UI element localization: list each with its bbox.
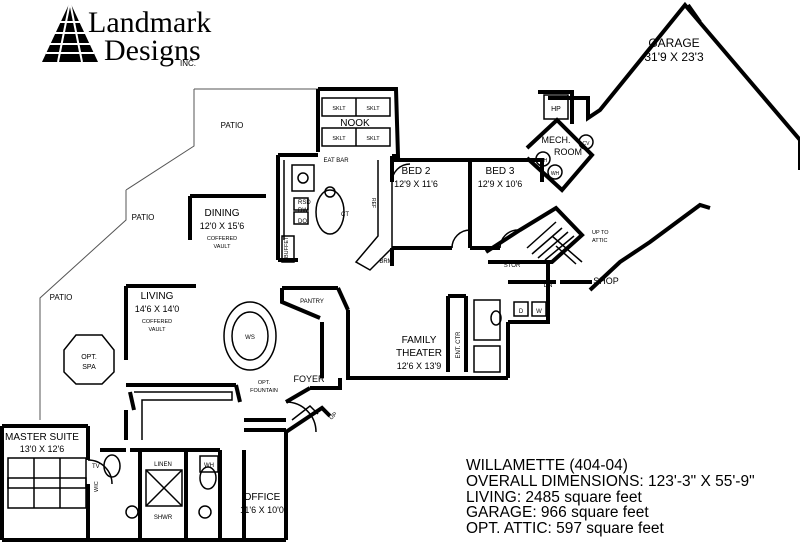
patio1-label: PATIO	[221, 121, 244, 130]
dining-note1: COFFERED	[207, 236, 237, 242]
whirl-label: WH	[204, 463, 214, 469]
mech-wh1: WH	[539, 158, 548, 164]
mech-name: MECH.	[542, 135, 571, 145]
garage-area: GARAGE: 966 square feet	[466, 504, 649, 522]
ent-ctr-label: ENT. CTR	[456, 331, 462, 359]
interior-details	[7, 94, 594, 519]
mech-name2: ROOM	[554, 147, 582, 157]
pantry-label: PANTRY	[300, 299, 324, 305]
shwr-label: SHWR	[154, 515, 173, 521]
ct-label: CT	[341, 212, 349, 218]
garage-dims: 31'9 X 23'3	[644, 50, 704, 64]
rsd-label: RSD	[298, 200, 311, 206]
living-area: LIVING: 2485 square feet	[466, 488, 642, 506]
patio3-label: PATIO	[50, 293, 73, 302]
linen-label: LINEN	[154, 462, 172, 468]
ref-label: REF	[370, 198, 376, 208]
dining-note2: VAULT	[214, 244, 232, 250]
living-name: LIVING	[141, 291, 174, 302]
dryer-label: D	[519, 309, 524, 315]
sklt-1: SKLT	[332, 106, 346, 112]
overall-dimensions: OVERALL DIMENSIONS: 123'-3" X 55'-9"	[466, 472, 755, 490]
spa-label-2: SPA	[82, 364, 96, 371]
mech-wh2: WH	[551, 171, 560, 177]
living-note2: VAULT	[149, 327, 167, 333]
room-labels: GARAGE 31'9 X 23'3 HP MECH. ROOM CV WH W…	[5, 36, 704, 521]
tv-label: TV	[92, 464, 100, 470]
master-dims: 13'0 X 12'6	[20, 444, 64, 454]
foyer-label: FOYER	[293, 374, 325, 384]
up-attic-2: ATTIC	[592, 238, 608, 244]
fountain-label-2: FOUNTAIN	[250, 388, 278, 394]
washer-label: W	[536, 309, 542, 315]
sklt-4: SKLT	[366, 136, 380, 142]
office-dims: 11'6 X 10'0	[240, 505, 284, 515]
eat-bar-label: EAT BAR	[323, 158, 349, 164]
brm-label: BRM	[379, 259, 392, 265]
up-label: UP	[328, 412, 338, 422]
mech-cv: CV	[583, 141, 591, 147]
plan-info: WILLAMETTE (404-04) OVERALL DIMENSIONS: …	[466, 458, 755, 537]
shop-label: SHOP	[593, 276, 619, 286]
wic-label: WIC	[94, 481, 100, 492]
plan-name: WILLAMETTE (404-04)	[466, 457, 628, 474]
brand-line2: Designs	[104, 34, 201, 67]
dining-dims: 12'0 X 15'6	[200, 221, 244, 231]
up-attic-1: UP TO	[592, 230, 609, 236]
nook-label: NOOK	[340, 118, 370, 129]
attic-area: OPT. ATTIC: 597 square feet	[466, 520, 664, 538]
dw-label: DW	[298, 208, 308, 214]
bed3-name: BED 3	[486, 166, 515, 177]
master-name: MASTER SUITE	[5, 432, 79, 443]
landmark-logo: Landmark Designs INC.	[42, 1, 211, 68]
bed2-name: BED 2	[402, 166, 431, 177]
fountain-label-1: OPT.	[258, 380, 271, 386]
ws-label: WS	[245, 335, 255, 341]
sklt-2: SKLT	[366, 106, 380, 112]
brand-suffix: INC.	[180, 59, 196, 68]
sklt-3: SKLT	[332, 136, 346, 142]
patio2-label: PATIO	[132, 213, 155, 222]
living-dims: 14'6 X 14'0	[135, 304, 179, 314]
living-note1: COFFERED	[142, 319, 172, 325]
family-name1: FAMILY	[402, 335, 437, 346]
do-label: DO	[298, 219, 307, 225]
bed2-dims: 12'9 X 11'6	[394, 179, 438, 189]
hp-label: HP	[551, 106, 561, 113]
family-dims: 12'6 X 13'9	[397, 361, 441, 371]
stor-label: STOR	[504, 263, 521, 269]
bed3-dims: 12'9 X 10'6	[478, 179, 522, 189]
spa-label-1: OPT.	[81, 354, 97, 361]
brand-line1: Landmark	[88, 6, 211, 39]
dn-label: DN	[544, 283, 553, 289]
dining-name: DINING	[205, 208, 240, 219]
buffet-label: BUFFET	[284, 236, 290, 258]
family-name2: THEATER	[396, 348, 442, 359]
office-name: OFFICE	[244, 492, 281, 503]
garage-name: GARAGE	[648, 36, 699, 50]
